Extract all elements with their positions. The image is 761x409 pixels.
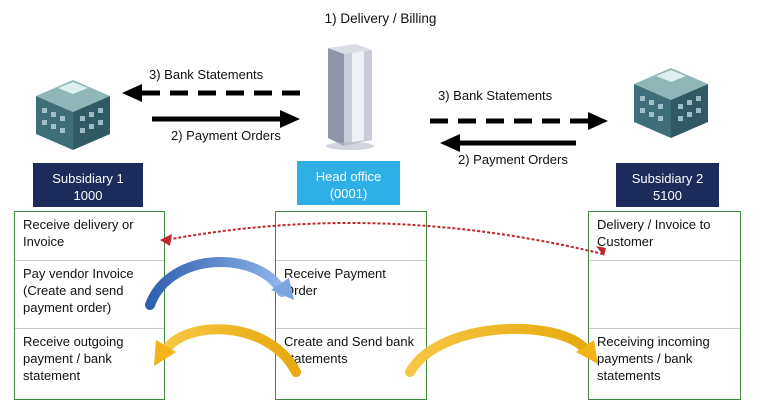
right-statements-label: 3) Bank Statements: [438, 88, 553, 103]
right-payments-label: 2) Payment Orders: [458, 152, 568, 167]
subsidiary-2-column: Delivery / Invoice to Customer Receiving…: [588, 211, 741, 400]
sub2-step-invoice-customer: Delivery / Invoice to Customer: [597, 217, 711, 249]
head-office-name: Head office: [315, 169, 382, 184]
left-statements-label: 3) Bank Statements: [149, 67, 264, 82]
subsidiary-1-code: 1000: [73, 188, 103, 203]
head-step-empty: [276, 212, 426, 260]
tower-icon-head: [326, 44, 374, 150]
subsidiary-1-name: Subsidiary 1: [52, 171, 124, 186]
head-office-column: Receive Payment Order Create and Send ba…: [275, 211, 427, 400]
subsidiary-2-tag: Subsidiary 2 5100: [616, 163, 719, 207]
subsidiary-2-code: 5100: [653, 188, 682, 203]
building-icon-sub2: [634, 68, 708, 138]
head-office-code: (0001): [329, 186, 368, 201]
sub1-step-receive-statement: Receive outgoing payment / bank statemen…: [15, 328, 164, 400]
head-step-send-statements: Create and Send bank statements: [276, 328, 426, 400]
left-payments-label: 2) Payment Orders: [171, 128, 281, 143]
sub2-step-receive-payments: Receiving incoming payments / bank state…: [589, 328, 740, 400]
sub2-step-empty: [589, 260, 740, 328]
building-icon-sub1: [36, 80, 110, 150]
diagram-title: 1) Delivery / Billing: [324, 11, 437, 26]
head-office-tag: Head office (0001): [297, 161, 400, 205]
sub1-step-receive-invoice: Receive delivery or Invoice: [23, 217, 134, 249]
subsidiary-2-name: Subsidiary 2: [631, 171, 704, 186]
subsidiary-1-tag: Subsidiary 1 1000: [33, 163, 143, 207]
head-step-receive-order: Receive Payment Order: [276, 260, 426, 328]
sub1-step-pay-invoice: Pay vendor Invoice (Create and send paym…: [15, 260, 164, 328]
subsidiary-1-column: Receive delivery or Invoice Pay vendor I…: [14, 211, 165, 400]
